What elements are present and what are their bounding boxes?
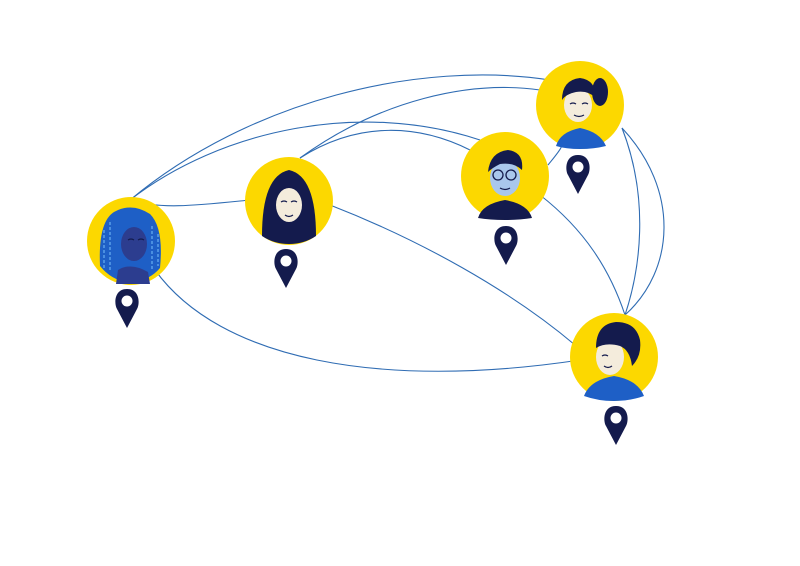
link-p4-p5 [621,127,641,316]
link-p2-p4 [299,87,541,159]
man-glasses-avatar-icon [478,150,532,220]
link-p1-p4 [129,74,551,201]
person-node-p1 [87,197,175,328]
woman-ponytail-avatar-icon [556,78,608,149]
location-pin-icon [274,249,298,288]
person-node-p4 [536,61,624,194]
person-node-p2 [245,157,333,288]
man-curly-hair-avatar-icon [584,322,644,401]
link-p2-p5 [329,204,576,346]
woman-hijab-avatar-icon [262,170,316,244]
person-node-p3 [461,132,549,265]
link-p2-p3 [299,129,471,159]
location-pin-icon [115,289,139,328]
location-pin-icon [566,155,590,194]
location-pin-icon [494,226,518,265]
link-p4-p5-outer [621,127,665,316]
link-p1-p5 [154,269,581,372]
woman-blue-braids-avatar-icon [99,207,161,284]
person-node-p5 [570,313,658,445]
connection-links [129,74,665,372]
location-pin-icon [604,406,628,445]
link-p1-p3 [129,121,481,201]
link-p3-p5 [539,194,626,316]
